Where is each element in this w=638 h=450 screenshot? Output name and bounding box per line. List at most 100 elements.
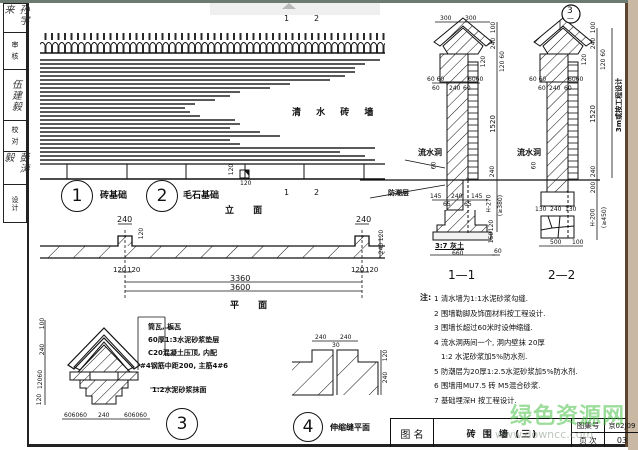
detail3-dim-120-60: 12060 bbox=[37, 369, 45, 390]
sign-cell-reviewer-signature: 孙宇来 bbox=[2, 4, 28, 33]
plan-title: 平 面 bbox=[230, 301, 276, 311]
sign-cell-design-label: 设计 bbox=[11, 195, 19, 212]
elevation-dim-vertical: 120 bbox=[228, 163, 236, 176]
detail3-layer-mortar-bed: 60厚1:3水泥砂浆垫层 bbox=[148, 336, 220, 344]
section-mark-2-bottom: 2 bbox=[314, 188, 320, 197]
s2-dim-H-200: H-200 bbox=[589, 208, 597, 227]
sign-cell-check-label: 校 对 bbox=[4, 121, 26, 152]
sign-cell-checker-signature: 伍建毅 bbox=[4, 70, 26, 121]
detail4-label: 伸缩缝平面 bbox=[330, 423, 370, 432]
s1-dim-240: 240 bbox=[490, 37, 498, 50]
s2-dim-base-130-right: 130 bbox=[565, 206, 577, 213]
s2-dim-cap-left: 60 60 bbox=[529, 76, 547, 83]
note-item: 2 围墙勒脚及饰面材料按工程设计. bbox=[434, 308, 546, 318]
ref-label-rubble-foundation: 毛石基础 bbox=[183, 191, 220, 201]
note-item: 6 围墙用MU7.5 砖 M5混合砂浆. bbox=[434, 381, 541, 390]
section-2-2 bbox=[533, 4, 613, 247]
s1-dim-120-footing: 120 bbox=[488, 219, 496, 232]
detail-ref-number: 3 bbox=[567, 6, 573, 16]
ref-circle-1: 1 bbox=[61, 180, 93, 212]
notes-list: 1 清水墙为1:1水泥砂浆勾缝. 2 围墙勒脚及饰面材料按工程设计. 3 围墙长… bbox=[434, 292, 624, 408]
plan-dim-pier-right: 240 bbox=[356, 215, 372, 224]
detail4-dim-240-right: 240 bbox=[340, 334, 352, 341]
detail3-layer-plaster: 1:2水泥砂浆抹面 bbox=[152, 386, 207, 394]
notes-heading: 注: bbox=[420, 293, 432, 302]
s2-dim-cap-right: 6060 bbox=[568, 76, 584, 83]
detail3-layer-rebar: #4钢筋中距200, 主筋4#6 bbox=[140, 362, 229, 370]
viewer-tooltip-strip bbox=[210, 3, 380, 15]
detail4-dim-240-left: 240 bbox=[315, 334, 327, 341]
detail3-layer-tiles: 筒瓦, 板瓦 bbox=[148, 323, 182, 331]
s2-dim-wall-60: 60 bbox=[564, 85, 572, 92]
s1-dim-wall-60: 60 bbox=[463, 85, 471, 92]
s2-dim-120b: 120 60 bbox=[600, 48, 608, 71]
s2-drain-hole-label: 流水洞 bbox=[517, 148, 541, 157]
sign-cell-review-label: 审 核 bbox=[4, 33, 26, 70]
detail-circle-4: 4 bbox=[293, 412, 323, 442]
plan-dim-span-total: 3600 bbox=[230, 283, 251, 292]
s1-dim-H-270: H-270 bbox=[485, 194, 493, 213]
s1-dim-120a: 120 bbox=[480, 55, 488, 68]
s1-footing-width: 660 bbox=[452, 250, 464, 257]
s2-dim-min-450: (≥450) bbox=[601, 206, 609, 229]
plan-dim-half-right-b: 120 bbox=[365, 266, 379, 274]
detail3-dim-120-bottom: 120 bbox=[36, 393, 44, 406]
title-block: 图 名 砖 围 墙 (三) 图集号 京02J09 页 次 03 bbox=[390, 418, 638, 447]
plan-dim-half-right-a: 120 bbox=[351, 266, 365, 274]
s1-dim-base-240: 240 bbox=[451, 193, 463, 200]
title-block-atlas-label: 图集号 bbox=[572, 419, 605, 433]
section-mark-1-top: 1 bbox=[284, 14, 290, 23]
note-item: 1 清水墙为1:1水泥砂浆勾缝. bbox=[434, 294, 528, 303]
title-block-page-label: 页 次 bbox=[572, 433, 605, 447]
detail-circle-3: 3 bbox=[166, 408, 198, 440]
detail-3-coping bbox=[44, 316, 175, 420]
detail3-dim-100: 100 bbox=[39, 317, 47, 330]
detail-4-expansion-joint bbox=[292, 340, 382, 396]
page-edge bbox=[628, 0, 638, 450]
s1-dim-top-right: 300 bbox=[465, 15, 477, 22]
s1-dim-wall-240: 240 bbox=[449, 85, 461, 92]
s1-dim-cap-60: 60 bbox=[432, 85, 440, 92]
plan-dim-span-inner: 3360 bbox=[230, 274, 251, 283]
section-mark-2-top: 2 bbox=[314, 14, 320, 23]
s1-dim-cap-left: 60 60 bbox=[427, 76, 445, 83]
s2-footing-edge: 100 bbox=[572, 239, 584, 246]
s1-dim-100: 100 bbox=[490, 21, 498, 34]
s2-dim-wall-240: 240 bbox=[549, 85, 561, 92]
note-item: 7 基础埋深H 按工程设计. bbox=[434, 395, 517, 405]
s2-dim-base-130-left: 130 bbox=[535, 206, 547, 213]
ref-label-brick-foundation: 砖基础 bbox=[100, 191, 128, 201]
s1-dim-base-65-right: 65 bbox=[464, 201, 472, 208]
signature-box: 孙宇来 审 核 伍建毅 校 对 彭涛毅 设计 bbox=[2, 3, 28, 223]
s1-dim-base-145-right: 145 bbox=[471, 193, 483, 200]
detail-ref-sub: — bbox=[567, 14, 574, 22]
note-item: 4 流水洞两间一个, 洞内壁抹 20厚 bbox=[434, 337, 545, 347]
s1-dim-base-145-left: 145 bbox=[430, 193, 442, 200]
detail3-dims-bottom-left: 606060 bbox=[64, 412, 87, 419]
plan-dim-half-left-b: 120 bbox=[127, 266, 141, 274]
title-block-atlas-number: 京02J09 bbox=[605, 419, 638, 433]
detail3-layer-concrete-coping: C20混凝土压顶, 内配 bbox=[148, 349, 217, 357]
s2-drain-dim: 60 bbox=[530, 161, 538, 170]
s1-drain-dim: 60 bbox=[430, 161, 438, 170]
s1-dim-120b: 120 60 bbox=[499, 50, 507, 73]
s2-dim-cap-60: 60 bbox=[538, 85, 546, 92]
frame-border-right bbox=[625, 3, 628, 447]
frame-border-bottom bbox=[27, 444, 627, 447]
viewer-top-bar bbox=[0, 0, 638, 3]
detail4-dim-240-vertical: 240 bbox=[382, 371, 390, 384]
title-block-name-label: 图 名 bbox=[391, 419, 434, 447]
watermark-url: www.downcc.com bbox=[495, 428, 594, 441]
ref-circle-2: 2 bbox=[146, 180, 178, 212]
plan-dim-pier-depth: 120 bbox=[138, 227, 146, 240]
s2-dim-base-240: 240 bbox=[550, 206, 562, 213]
note-item: 5 防潮层为20厚1:2.5水泥砂浆加5%防水剂. bbox=[434, 366, 578, 376]
s1-dim-240-lower: 240 bbox=[489, 165, 497, 178]
title-block-page-number: 03 bbox=[616, 435, 628, 445]
s2-dim-200: 200 bbox=[590, 181, 598, 194]
elevation-title: 立 面 bbox=[225, 206, 271, 216]
note-item: 1:2 水泥砂浆加5%防水剂. bbox=[434, 352, 528, 361]
s2-dim-240: 240 bbox=[590, 37, 598, 50]
section-2-2-title: 2—2 bbox=[548, 268, 576, 282]
